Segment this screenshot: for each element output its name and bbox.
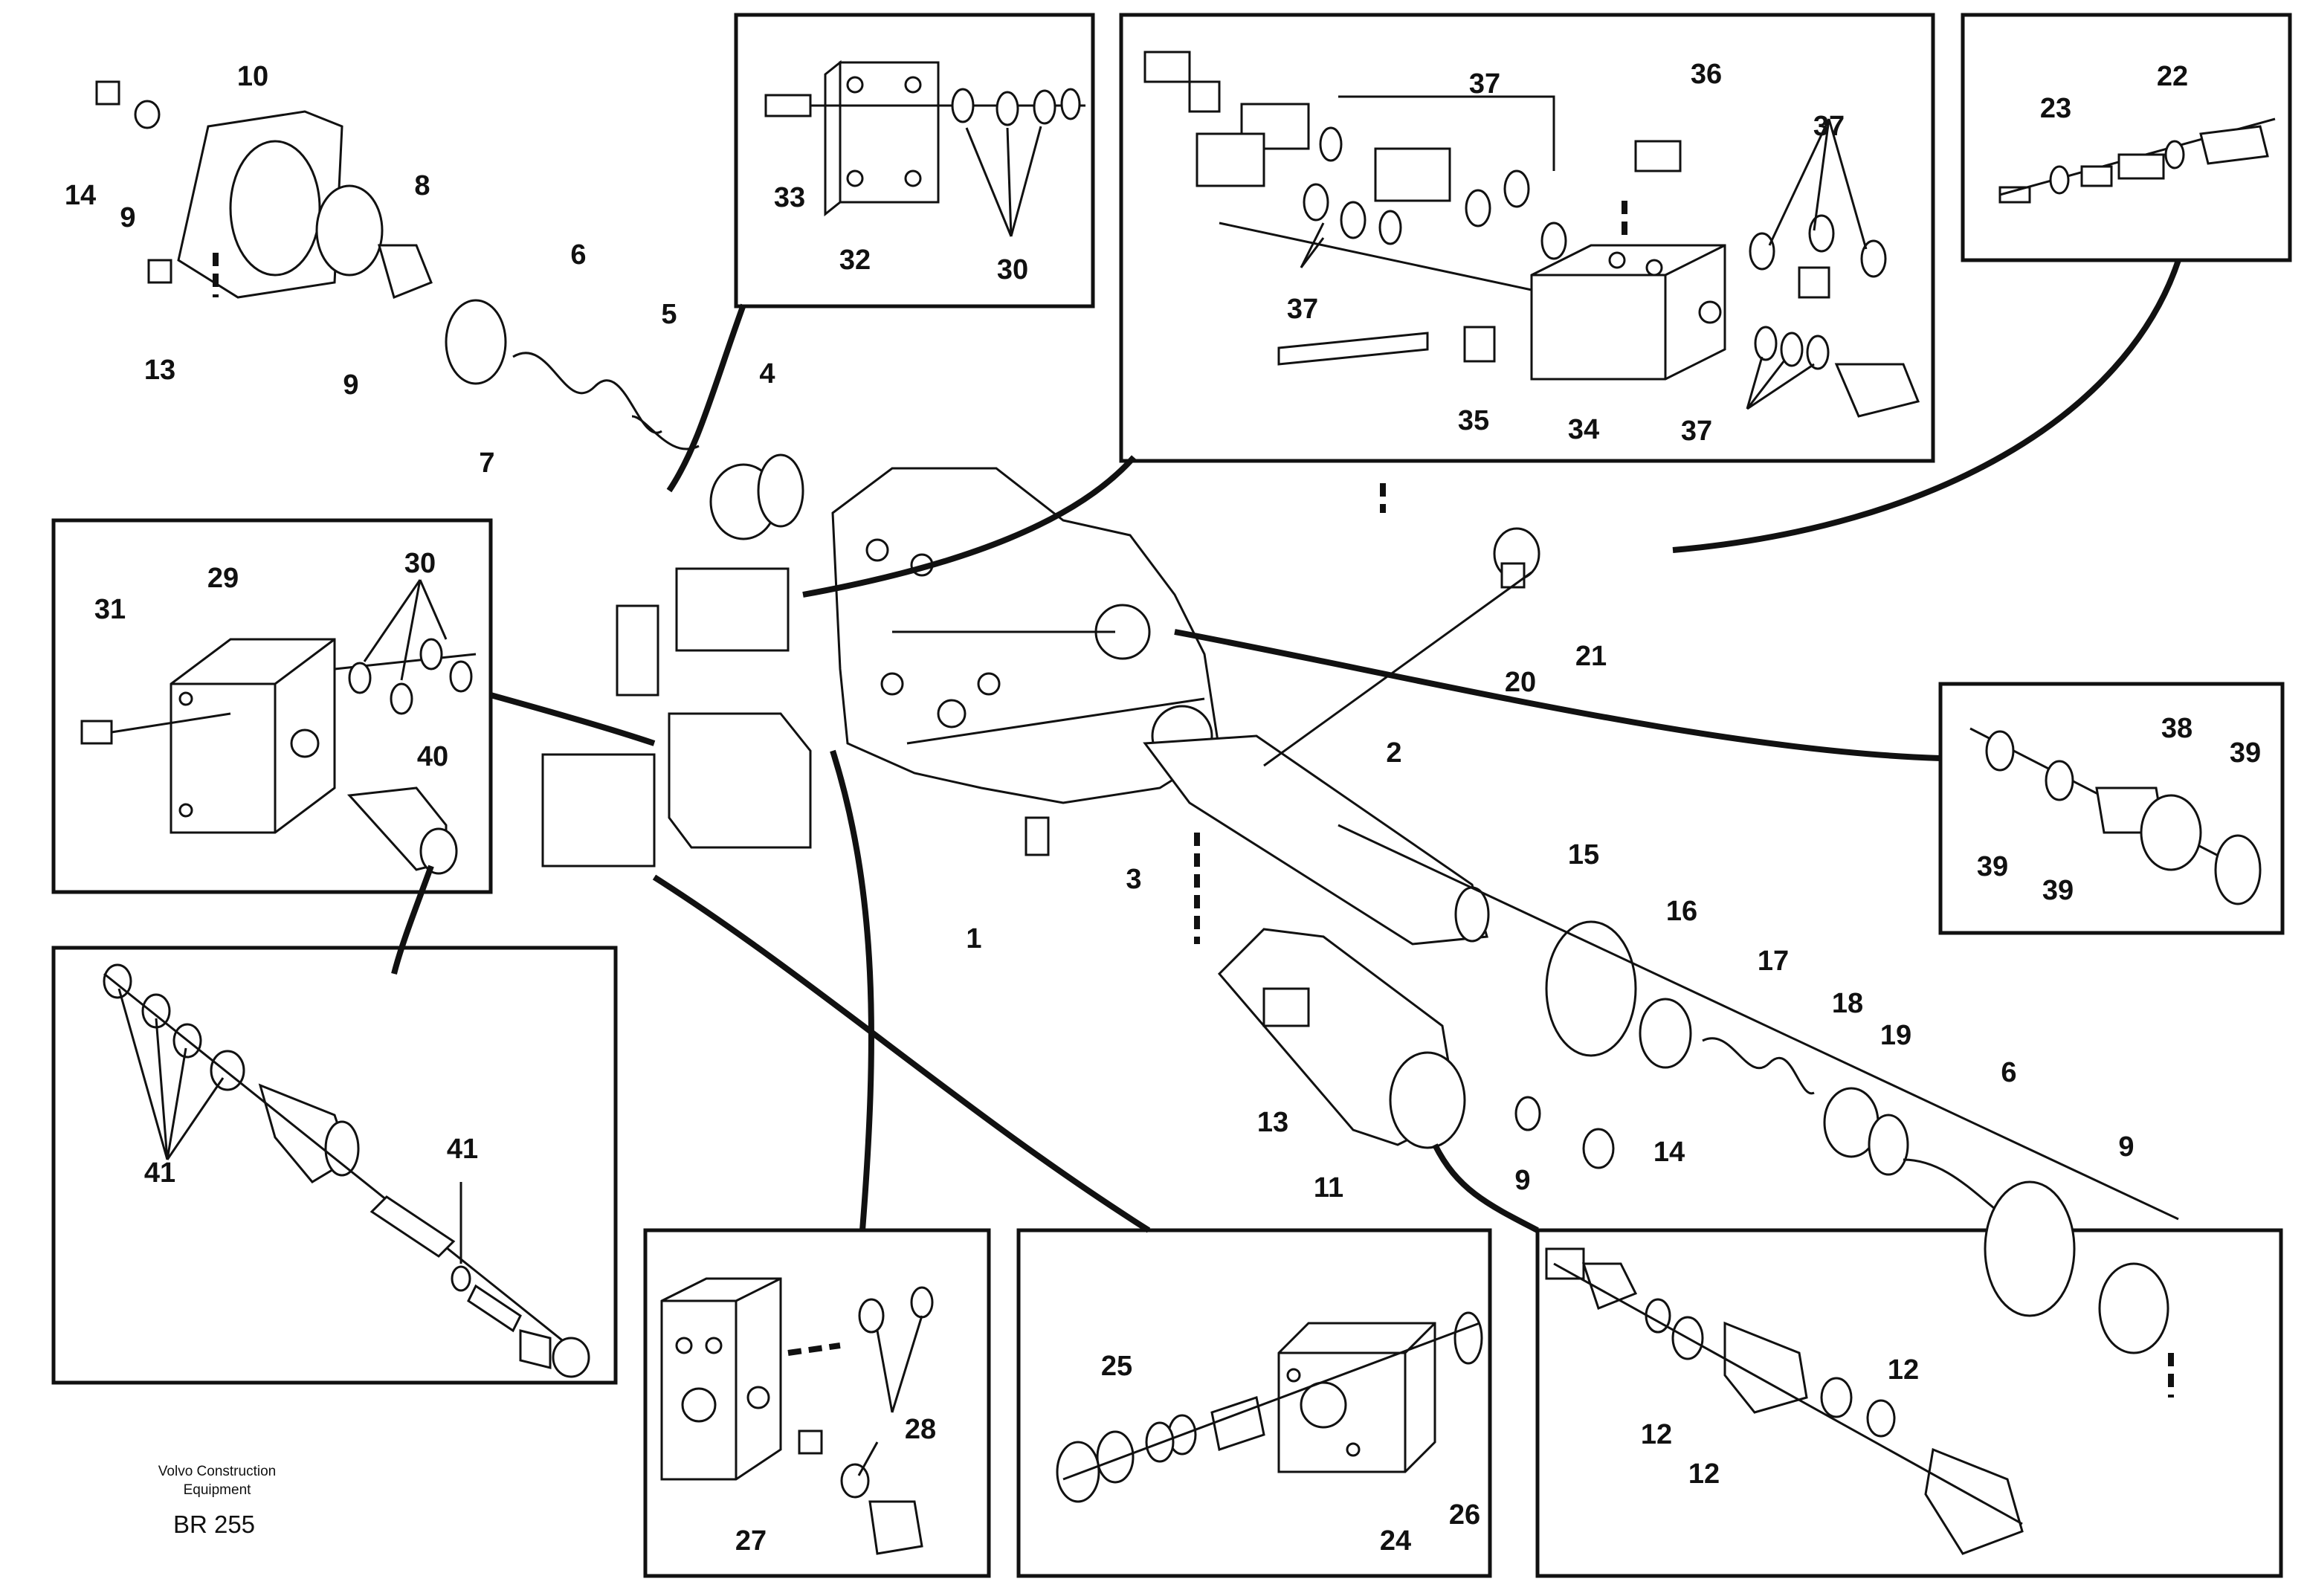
- detail-box-22-23: [1961, 13, 2292, 262]
- callout-4: 4: [759, 358, 775, 390]
- callout-1: 1: [966, 923, 981, 954]
- callout-38: 38: [2161, 713, 2193, 744]
- cut-lines: [213, 253, 2174, 1398]
- footer: Volvo Construction Equipment BR 255: [158, 1464, 276, 1538]
- detail-box-29-31: [51, 518, 493, 894]
- callout-35: 35: [1458, 405, 1489, 436]
- brand-line-2: Equipment: [184, 1482, 252, 1498]
- callout-18: 18: [1832, 988, 1863, 1019]
- callout-41b: 41: [447, 1134, 478, 1165]
- callout-37d: 37: [1681, 416, 1712, 447]
- main-valve-assembly: [95, 80, 2169, 1354]
- callout-37a: 37: [1469, 68, 1500, 100]
- callout-33: 33: [774, 182, 805, 213]
- callout-6b: 6: [2001, 1057, 2016, 1088]
- callout-11: 11: [1314, 1172, 1343, 1204]
- detail-box-24-26: [1016, 1228, 1492, 1578]
- callout-9a: 9: [120, 202, 135, 233]
- callout-41a: 41: [144, 1157, 175, 1189]
- callout-10: 10: [237, 61, 268, 92]
- diagram-code: BR 255: [173, 1511, 255, 1538]
- callout-14a: 14: [65, 180, 96, 211]
- callout-8: 8: [414, 170, 430, 201]
- callout-31: 31: [94, 594, 126, 625]
- detail-box-41: [51, 946, 618, 1385]
- callout-39b: 39: [1977, 851, 2008, 882]
- callout-2: 2: [1386, 737, 1401, 769]
- callout-20: 20: [1505, 667, 1536, 698]
- detail-box-38-39: [1938, 682, 2285, 935]
- callout-13a: 13: [144, 355, 175, 386]
- callout-27: 27: [735, 1525, 767, 1557]
- callout-5: 5: [661, 299, 677, 330]
- callout-29: 29: [207, 563, 239, 594]
- brand-line-1: Volvo Construction: [158, 1464, 276, 1479]
- callout-16: 16: [1666, 896, 1697, 927]
- callout-30a: 30: [997, 254, 1028, 285]
- callout-12c: 12: [1888, 1354, 1919, 1386]
- callout-15: 15: [1568, 839, 1599, 870]
- callout-39a: 39: [2230, 737, 2261, 769]
- callout-21: 21: [1575, 641, 1607, 672]
- detail-box-12: [1535, 1228, 2283, 1578]
- callout-13b: 13: [1257, 1107, 1288, 1138]
- callout-32: 32: [839, 245, 871, 276]
- callout-24: 24: [1380, 1525, 1411, 1557]
- callout-12b: 12: [1688, 1458, 1720, 1490]
- callout-7: 7: [479, 448, 494, 479]
- leader-arrows: [391, 259, 2181, 1233]
- callout-34: 34: [1568, 414, 1599, 445]
- callout-12a: 12: [1641, 1419, 1672, 1450]
- callout-36: 36: [1691, 59, 1722, 90]
- callout-19: 19: [1880, 1020, 1911, 1051]
- callout-28: 28: [905, 1414, 936, 1445]
- detail-box-27-28: [643, 1228, 991, 1578]
- callout-30b: 30: [404, 548, 436, 579]
- callout-14b: 14: [1653, 1137, 1685, 1168]
- callout-6a: 6: [570, 239, 586, 271]
- callout-labels: 1 2 3 4 5 6 6 7 8 9 9 9 9 10 11 12 12 12…: [65, 59, 2261, 1557]
- callout-39c: 39: [2042, 875, 2074, 906]
- callout-22: 22: [2157, 61, 2188, 92]
- callout-3: 3: [1126, 864, 1141, 895]
- detail-box-34-37: [1119, 13, 1935, 463]
- callout-17: 17: [1758, 946, 1789, 977]
- callout-26: 26: [1449, 1499, 1480, 1531]
- callout-25: 25: [1101, 1351, 1132, 1382]
- callout-23: 23: [2040, 93, 2071, 124]
- detail-box-32-33: [734, 13, 1095, 308]
- callout-9b: 9: [343, 369, 358, 401]
- callout-9d: 9: [2118, 1131, 2134, 1163]
- callout-40: 40: [417, 741, 448, 772]
- callout-37b: 37: [1813, 111, 1845, 142]
- callout-9c: 9: [1514, 1165, 1530, 1196]
- callout-37c: 37: [1287, 294, 1318, 325]
